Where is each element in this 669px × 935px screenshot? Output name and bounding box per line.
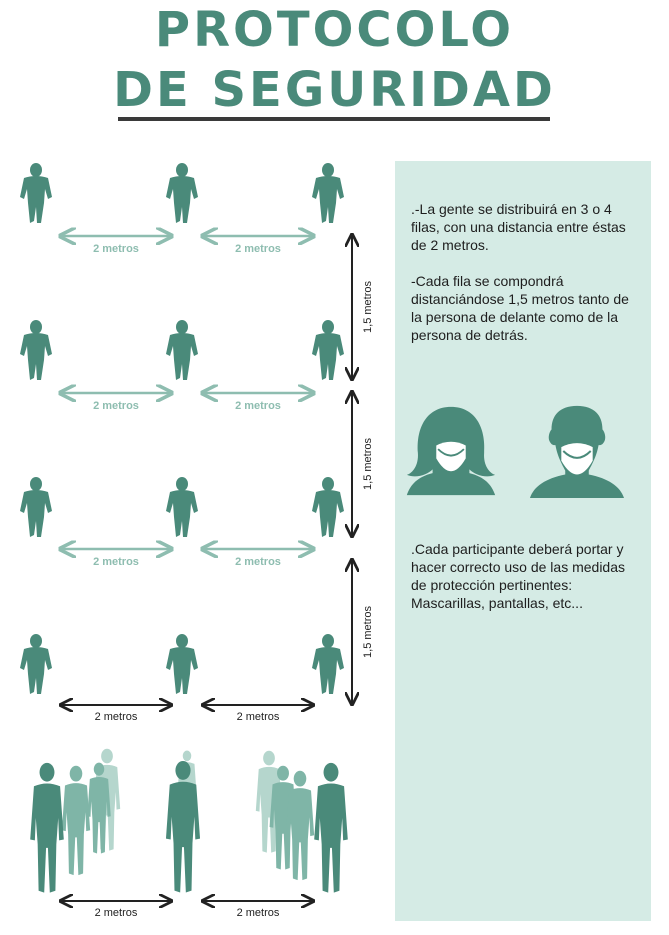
title-line-2: DE SEGURIDAD [113, 62, 556, 118]
info-paragraph-rows: .-La gente se distribuirá en 3 o 4 filas… [411, 201, 626, 253]
distance-label: 2 metros [93, 556, 139, 568]
distance-label: 2 metros [95, 711, 138, 723]
person-icon [20, 477, 52, 537]
title-line-1: PROTOCOLO [154, 2, 515, 58]
info-paragraph-protection: .Cada participante deberá portar y hacer… [411, 541, 625, 611]
distance-label: 2 metros [237, 907, 280, 919]
person-icon [312, 477, 344, 537]
person-icon [20, 320, 52, 380]
distance-label: 2 metros [95, 907, 138, 919]
distance-label: 2 metros [237, 711, 280, 723]
distance-label: 2 metros [93, 400, 139, 412]
distance-label: 2 metros [93, 243, 139, 255]
info-panel [395, 161, 651, 921]
person-icon [166, 477, 198, 537]
woman-mask-icon [405, 405, 497, 497]
row-distance-label: 1,5 metros [362, 438, 374, 490]
person-icon [312, 163, 344, 223]
crowd-illustration [30, 748, 348, 893]
man-mask-icon [528, 404, 626, 500]
distance-label: 2 metros [235, 556, 281, 568]
person-icon [166, 163, 198, 223]
person-icon [20, 163, 52, 223]
info-paragraph-spacing: -Cada fila se compondrá distanciándose 1… [411, 273, 629, 343]
title-underline [118, 117, 550, 121]
row-distance-label: 1,5 metros [362, 281, 374, 333]
person-icon [166, 634, 198, 694]
person-icon [312, 634, 344, 694]
distance-label: 2 metros [235, 243, 281, 255]
person-icon [312, 320, 344, 380]
distance-label: 2 metros [235, 400, 281, 412]
row-distance-label: 1,5 metros [362, 606, 374, 658]
person-icon [20, 634, 52, 694]
person-icon [166, 320, 198, 380]
